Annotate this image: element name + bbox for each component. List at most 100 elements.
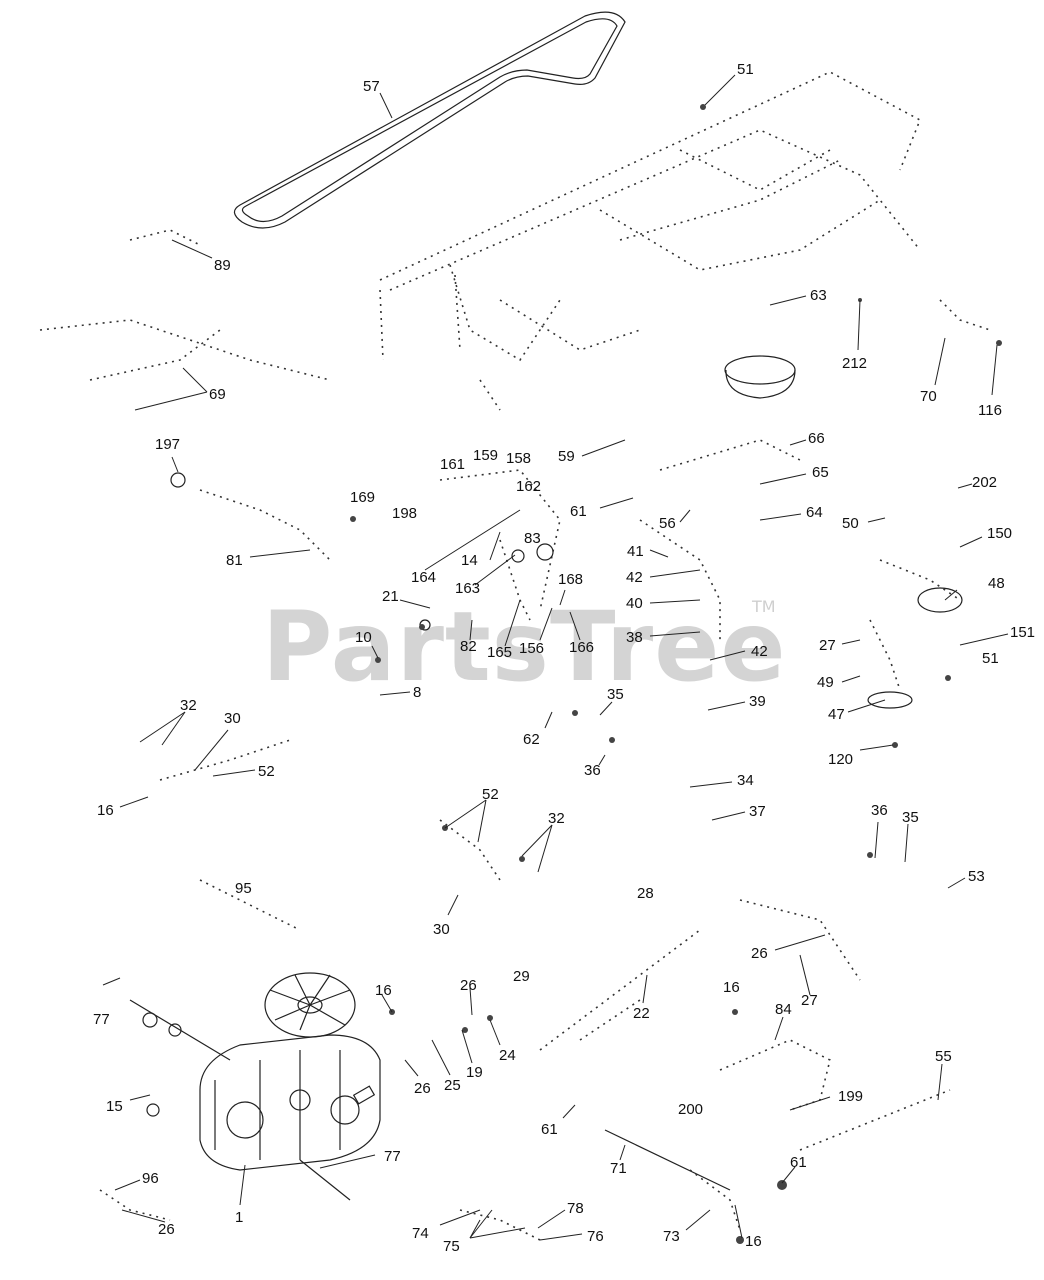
callout: 120 <box>828 751 853 768</box>
callout: 26 <box>414 1080 431 1097</box>
callout: 77 <box>384 1148 401 1165</box>
callout: 62 <box>523 731 540 748</box>
callout: 61 <box>541 1121 558 1138</box>
callout: 53 <box>968 868 985 885</box>
callout: 197 <box>155 436 180 453</box>
leader-lines <box>102 74 1009 1241</box>
callout: 24 <box>499 1047 516 1064</box>
callout: 76 <box>587 1228 604 1245</box>
callout: 39 <box>749 693 766 710</box>
callout: 156 <box>519 640 544 657</box>
callout: 95 <box>235 880 252 897</box>
callout: 71 <box>610 1160 627 1177</box>
callout: 200 <box>678 1101 703 1118</box>
callout: 150 <box>987 525 1012 542</box>
callout: 32 <box>180 697 197 714</box>
callout: 77 <box>93 1011 110 1028</box>
callout: 35 <box>607 686 624 703</box>
callout: 75 <box>443 1238 460 1255</box>
callout: 51 <box>982 650 999 667</box>
callout: 38 <box>626 629 643 646</box>
callout: 63 <box>810 287 827 304</box>
callout: 169 <box>350 489 375 506</box>
callout: 151 <box>1010 624 1035 641</box>
callout: 168 <box>558 571 583 588</box>
callout: 16 <box>97 802 114 819</box>
watermark-trademark: TM <box>751 597 776 616</box>
callout: 29 <box>513 968 530 985</box>
callout: 56 <box>659 515 676 532</box>
callout: 52 <box>258 763 275 780</box>
callout: 26 <box>460 977 477 994</box>
callout: 19 <box>466 1064 483 1081</box>
callout: 69 <box>209 386 226 403</box>
callout: 1 <box>235 1209 243 1226</box>
callout: 26 <box>751 945 768 962</box>
callout: 202 <box>972 474 997 491</box>
callout: 41 <box>627 543 644 560</box>
callout: 116 <box>978 402 1002 419</box>
callout: 82 <box>460 638 477 655</box>
callout: 49 <box>817 674 834 691</box>
callout: 89 <box>214 257 231 274</box>
callout: 50 <box>842 515 859 532</box>
callout: 65 <box>812 464 829 481</box>
watermark-logo: PartsTree <box>262 591 786 703</box>
callout: 27 <box>801 992 818 1009</box>
callout: 70 <box>920 388 937 405</box>
callout: 212 <box>842 355 867 372</box>
callout: 166 <box>569 639 594 656</box>
callout: 163 <box>455 580 480 597</box>
drive-belt <box>233 11 626 229</box>
deck-frame <box>39 71 991 411</box>
callout: 10 <box>355 629 372 646</box>
callout: 158 <box>506 450 531 467</box>
callout: 78 <box>567 1200 584 1217</box>
callout: 48 <box>988 575 1005 592</box>
callout: 27 <box>819 637 836 654</box>
callout: 83 <box>524 530 541 547</box>
callout: 8 <box>413 684 421 701</box>
linkage-assembly <box>99 439 963 1241</box>
callout: 15 <box>106 1098 123 1115</box>
callout: 55 <box>935 1048 952 1065</box>
callout: 36 <box>584 762 601 779</box>
callout: 74 <box>412 1225 429 1242</box>
callout: 26 <box>158 1221 175 1238</box>
callout: 40 <box>626 595 643 612</box>
callout: 42 <box>751 643 768 660</box>
callout: 61 <box>570 503 587 520</box>
callout: 16 <box>745 1233 762 1250</box>
callout: 28 <box>637 885 654 902</box>
transaxle-assembly <box>129 972 381 1201</box>
callout: 22 <box>633 1005 650 1022</box>
callout: 59 <box>558 448 575 465</box>
callout: 30 <box>433 921 450 938</box>
callout: 73 <box>663 1228 680 1245</box>
callout: 66 <box>808 430 825 447</box>
callout: 199 <box>838 1088 863 1105</box>
callout: 84 <box>775 1001 792 1018</box>
callout: 96 <box>142 1170 159 1187</box>
callout: 159 <box>473 447 498 464</box>
callout: 51 <box>737 61 754 78</box>
callout: 164 <box>411 569 436 586</box>
callout-labels: 57 51 89 63 212 70 116 69 197 161 159 15… <box>93 61 1035 1255</box>
callout: 61 <box>790 1154 807 1171</box>
callout: 198 <box>392 505 417 522</box>
callout: 16 <box>375 982 392 999</box>
callout: 32 <box>548 810 565 827</box>
callout: 42 <box>626 569 643 586</box>
callout: 162 <box>516 478 541 495</box>
callout: 14 <box>461 552 478 569</box>
callout: 57 <box>363 78 380 95</box>
callout: 16 <box>723 979 740 996</box>
callout: 37 <box>749 803 766 820</box>
callout: 165 <box>487 644 512 661</box>
callout: 64 <box>806 504 823 521</box>
callout: 161 <box>440 456 465 473</box>
callout: 52 <box>482 786 499 803</box>
callout: 47 <box>828 706 845 723</box>
callout: 35 <box>902 809 919 826</box>
